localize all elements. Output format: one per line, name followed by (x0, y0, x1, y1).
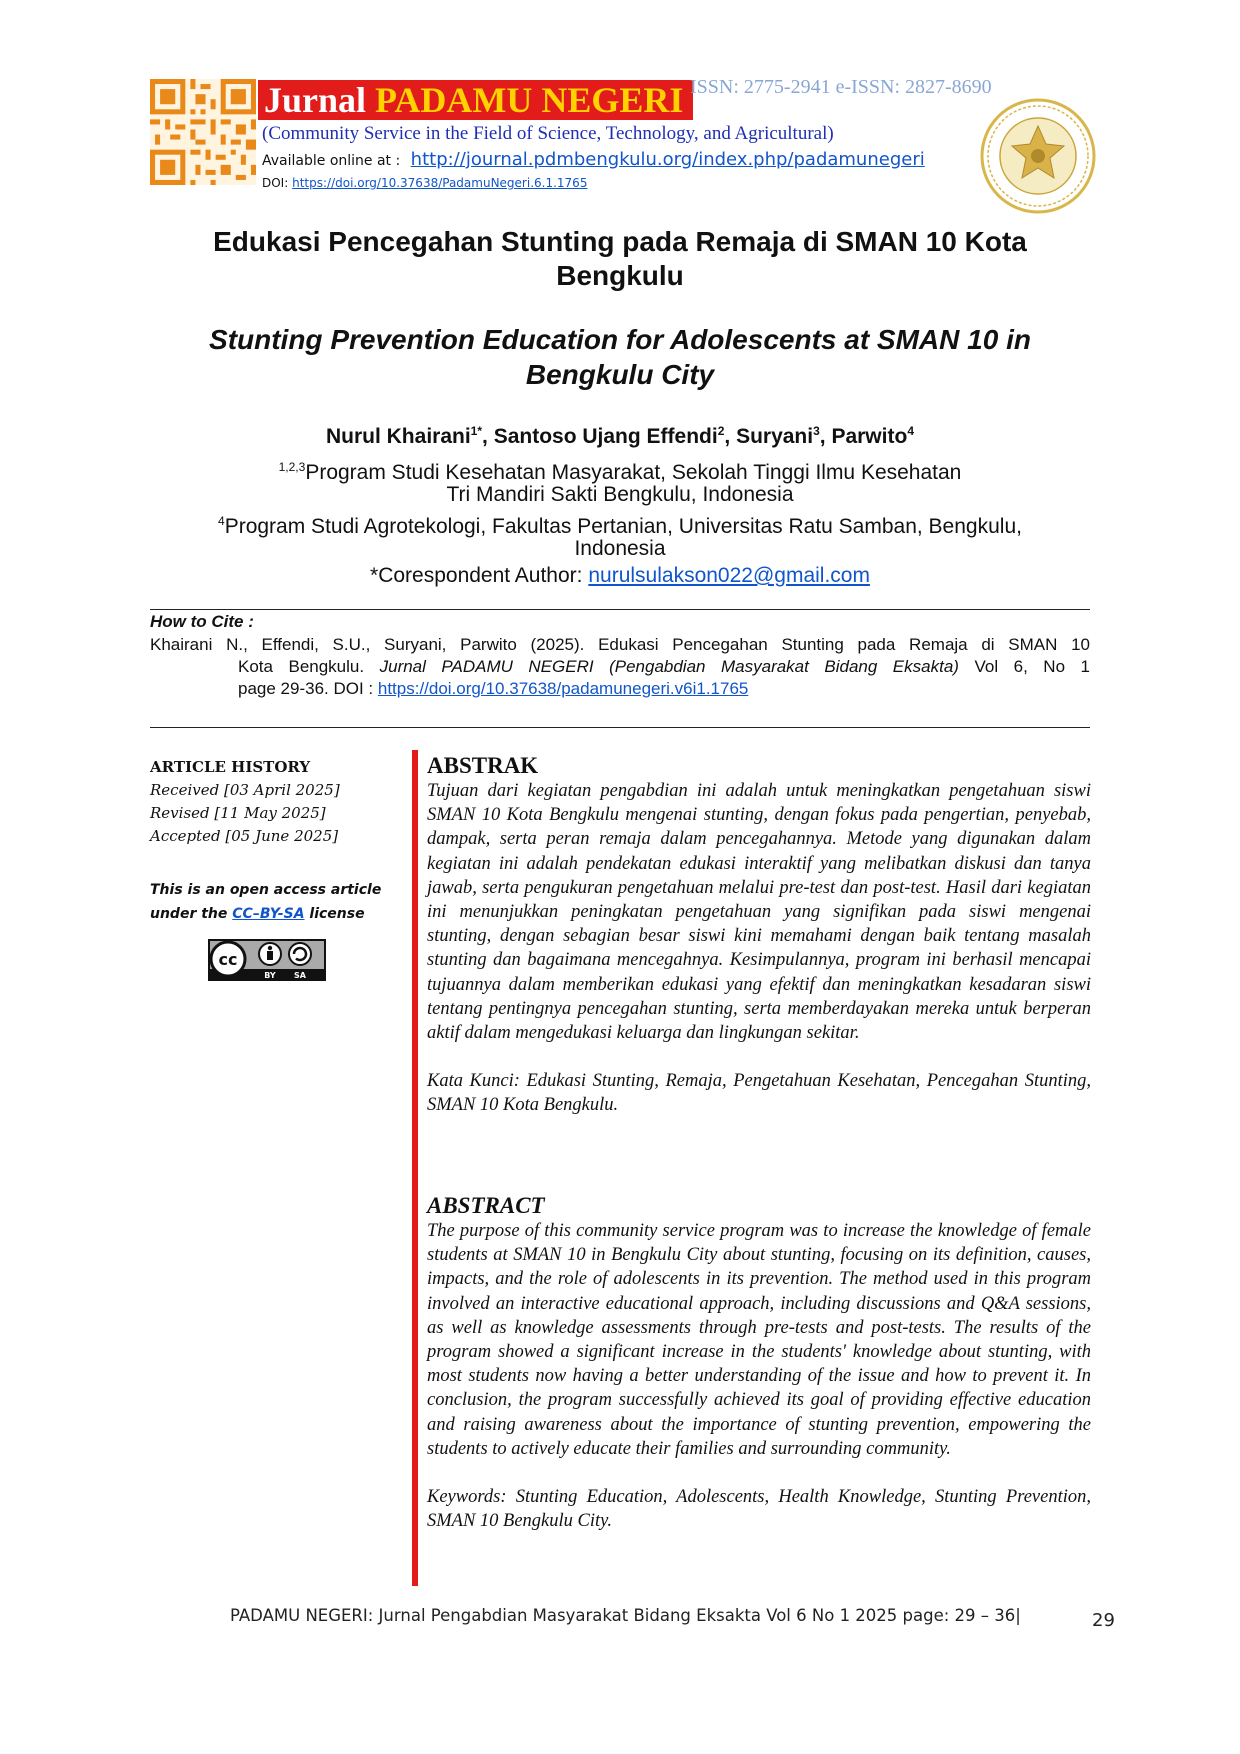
affiliation-2: 4Program Studi Agrotekologi, Fakultas Pe… (218, 514, 1022, 538)
affiliation-2-line-2: Indonesia (574, 537, 666, 560)
cite-heading: How to Cite : (150, 612, 254, 631)
emblem-seal-icon (980, 98, 1096, 214)
title-indonesian: Edukasi Pencegahan Stunting pada Remaja … (213, 226, 1027, 291)
journal-word: Jurnal (264, 80, 367, 120)
title-english: Stunting Prevention Education for Adoles… (209, 324, 1031, 390)
history-heading: ARTICLE HISTORY (150, 758, 311, 776)
abstrak-body: Tujuan dari kegiatan pengabdian ini adal… (427, 781, 1091, 1044)
abstrak-section: ABSTRAK Tujuan dari kegiatan pengabdian … (427, 753, 1091, 1118)
author-list: Nurul Khairani1*, Santoso Ujang Effendi2… (150, 424, 1090, 449)
abstrak-keywords: Kata Kunci: Edukasi Stunting, Remaja, Pe… (427, 1071, 1091, 1116)
issn: ISSN: 2775-2941 e-ISSN: 2827-8690 (690, 76, 992, 98)
author: Parwito4 (831, 424, 914, 448)
correspondent-author: *Corespondent Author: nurulsulakson022@g… (370, 564, 870, 587)
author: Suryani3, (736, 424, 832, 448)
doi-line: DOI: https://doi.org/10.37638/PadamuNege… (262, 176, 587, 190)
cc-by-sa-badge-icon: cc BY SA (208, 939, 326, 981)
doi-label: DOI: (262, 176, 289, 190)
svg-text:SA: SA (294, 971, 307, 980)
svg-text:BY: BY (264, 971, 276, 980)
affiliation-1-line-2: Tri Mandiri Sakti Bengkulu, Indonesia (446, 483, 794, 506)
page-number: 29 (1092, 1610, 1115, 1631)
abstract-body: The purpose of this community service pr… (427, 1221, 1091, 1459)
journal-name: PADAMU NEGERI (375, 80, 684, 120)
abstract-heading: ABSTRACT (427, 1193, 545, 1218)
history-revised: Revised [11 May 2025] (150, 804, 326, 822)
citation: Khairani N., Effendi, S.U., Suryani, Par… (150, 635, 1090, 698)
article-history: ARTICLE HISTORY Received [03 April 2025]… (150, 756, 390, 848)
author: Santoso Ujang Effendi2, (493, 424, 737, 448)
abstract-section: ABSTRACT The purpose of this community s… (427, 1193, 1091, 1533)
correspondent-email-link[interactable]: nurulsulakson022@gmail.com (588, 564, 870, 587)
history-received: Received [03 April 2025] (150, 781, 340, 799)
history-accepted: Accepted [05 June 2025] (150, 827, 339, 845)
available-label: Available online at : (262, 153, 401, 169)
affiliation-1: 1,2,3Program Studi Kesehatan Masyarakat,… (278, 460, 962, 484)
qr-code (150, 79, 256, 185)
journal-brand: Jurnal PADAMU NEGERI (258, 80, 694, 120)
journal-subtitle: (Community Service in the Field of Scien… (262, 123, 834, 144)
journal-url-link[interactable]: http://journal.pdmbengkulu.org/index.php… (410, 149, 925, 170)
divider (150, 609, 1090, 610)
license-link[interactable]: CC–BY-SA (232, 906, 305, 922)
open-access-note: This is an open access article under the… (150, 882, 382, 922)
abstract-accent-bar (412, 750, 418, 1586)
cite-doi-link[interactable]: https://doi.org/10.37638/padamunegeri.v6… (377, 679, 749, 698)
abstract-keywords: Keywords: Stunting Education, Adolescent… (427, 1487, 1091, 1532)
divider (150, 727, 1090, 728)
page-footer: PADAMU NEGERI: Jurnal Pengabdian Masyara… (230, 1606, 1021, 1625)
doi-link[interactable]: https://doi.org/10.37638/PadamuNegeri.6.… (292, 176, 588, 190)
available-online: Available online at : http://journal.pdm… (262, 149, 925, 170)
svg-text:cc: cc (219, 950, 238, 969)
abstrak-heading: ABSTRAK (427, 753, 539, 778)
author: Nurul Khairani1*, (325, 424, 494, 448)
